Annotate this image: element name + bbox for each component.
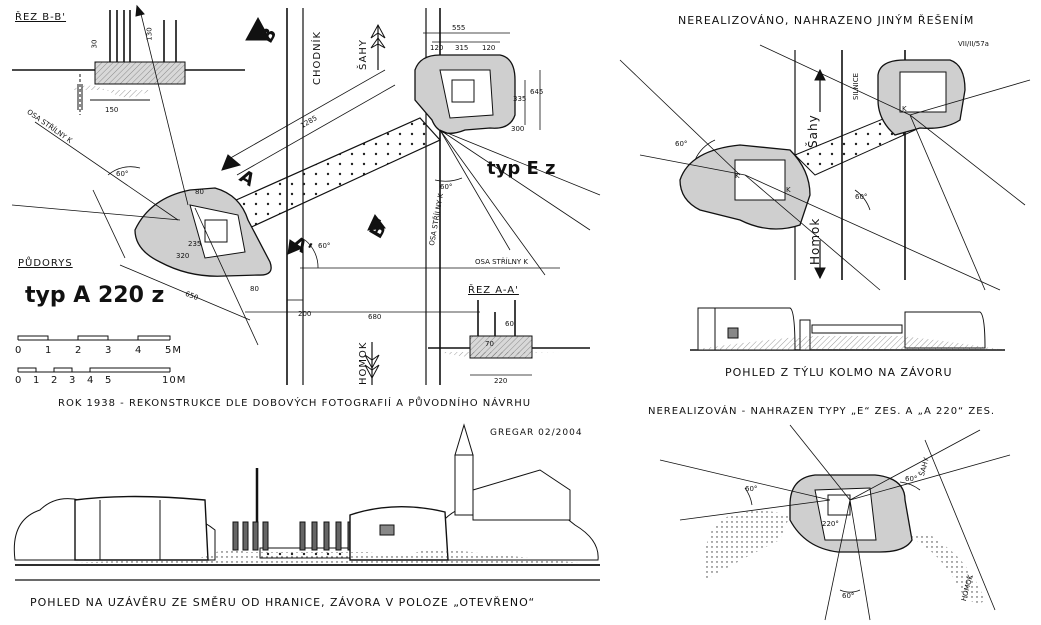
scale-tick: 10M (162, 375, 187, 386)
section-aa-drawing (428, 300, 590, 376)
dimension-label: 80 (195, 188, 204, 196)
section-aa-label: ŘEZ A-A' (468, 285, 519, 296)
scale-tick: 5 (105, 375, 113, 386)
dimension-label: 680 (368, 313, 382, 321)
drawing-code: VII/II/57a (958, 40, 989, 48)
scale-tick: 1 (33, 375, 41, 386)
dimension-label: 60 (505, 320, 514, 328)
angle-label: 60° (675, 140, 688, 148)
north-town-label: ŠAHY (358, 38, 369, 70)
plan-label: PŮDORYS (18, 258, 73, 269)
loophole-label: K (735, 172, 740, 180)
scale-tick: 0 (15, 375, 23, 386)
type-e-label: typ E z (487, 158, 556, 179)
angle-label: 60° (440, 183, 453, 191)
dimension-label: 555 (452, 24, 466, 32)
scale-tick: 3 (69, 375, 77, 386)
dimension-label: 300 (511, 125, 525, 133)
south-town-label: HOMOK (358, 341, 369, 385)
scale-bars (17, 335, 171, 373)
scale-tick: 2 (75, 345, 83, 356)
angle-label: 60° (116, 170, 129, 178)
dimension-label: 235 (188, 240, 202, 248)
scale-tick: 1 (45, 345, 53, 356)
front-view-caption: POHLED NA UZÁVĚRU ZE SMĚRU OD HRANICE, Z… (30, 596, 536, 609)
scale-tick: 3 (105, 345, 113, 356)
angle-label: 60° (905, 475, 918, 483)
angle-label: 60° (842, 592, 855, 600)
dimension-label: 70 (485, 340, 494, 348)
dimension-label: 320 (176, 252, 190, 260)
road-label: SILNICE (852, 72, 860, 100)
variant-plan (659, 424, 1011, 621)
plan-view (11, 4, 601, 385)
loophole-label: K (786, 186, 791, 194)
scale-tick: 4 (87, 375, 95, 386)
section-bb-label: ŘEZ B-B' (15, 12, 67, 23)
scale-tick: 5M (165, 345, 182, 356)
dimension-label: 80 (250, 285, 259, 293)
dimension-label: 150 (105, 106, 119, 114)
variant-title: NEREALIZOVÁN - NAHRAZEN TYPY „E“ ZES. A … (648, 406, 996, 417)
type-a-label: typ A 220 z (25, 283, 165, 308)
rear-view-caption: POHLED Z TÝLU KOLMO NA ZÁVORU (725, 366, 953, 379)
loophole-label: K (902, 105, 907, 113)
dimension-label: 130 (145, 27, 154, 41)
alternative-plan (619, 44, 1031, 291)
rear-elevation (690, 307, 1005, 351)
dimension-label: 30 (90, 39, 99, 49)
angle-label: 60° (855, 193, 868, 201)
frontal-elevation (13, 423, 600, 581)
angle-label: 60° (745, 485, 758, 493)
scale-tick: 0 (15, 345, 23, 356)
dimension-label: 315 (455, 44, 469, 52)
south-town-label: Homok (808, 217, 822, 265)
firing-axis-label: OSA STŘÍLNY K (475, 258, 528, 266)
scale-tick: 4 (135, 345, 143, 356)
angle-label: 60° (318, 242, 331, 250)
dimension-label: 645 (530, 88, 544, 96)
unrealized-title: NEREALIZOVÁNO, NAHRAZENO JINÝM ŘEŠENÍM (678, 14, 975, 27)
dimension-label: 200 (298, 310, 312, 318)
dimension-label: 335 (513, 95, 527, 103)
reconstruction-caption: ROK 1938 - REKONSTRUKCE DLE DOBOVÝCH FOT… (58, 398, 532, 409)
sidewalk-label: CHODNÍK (312, 30, 323, 85)
scale-tick: 2 (51, 375, 59, 386)
dimension-label: 220 (494, 377, 508, 385)
author-signature: GREGAR 02/2004 (490, 428, 583, 438)
dimension-label: 120 (430, 44, 444, 52)
north-town-label: Šahy (806, 114, 820, 148)
angle-label: 220° (822, 520, 839, 528)
section-bb-drawing (12, 10, 245, 115)
dimension-label: 120 (482, 44, 496, 52)
